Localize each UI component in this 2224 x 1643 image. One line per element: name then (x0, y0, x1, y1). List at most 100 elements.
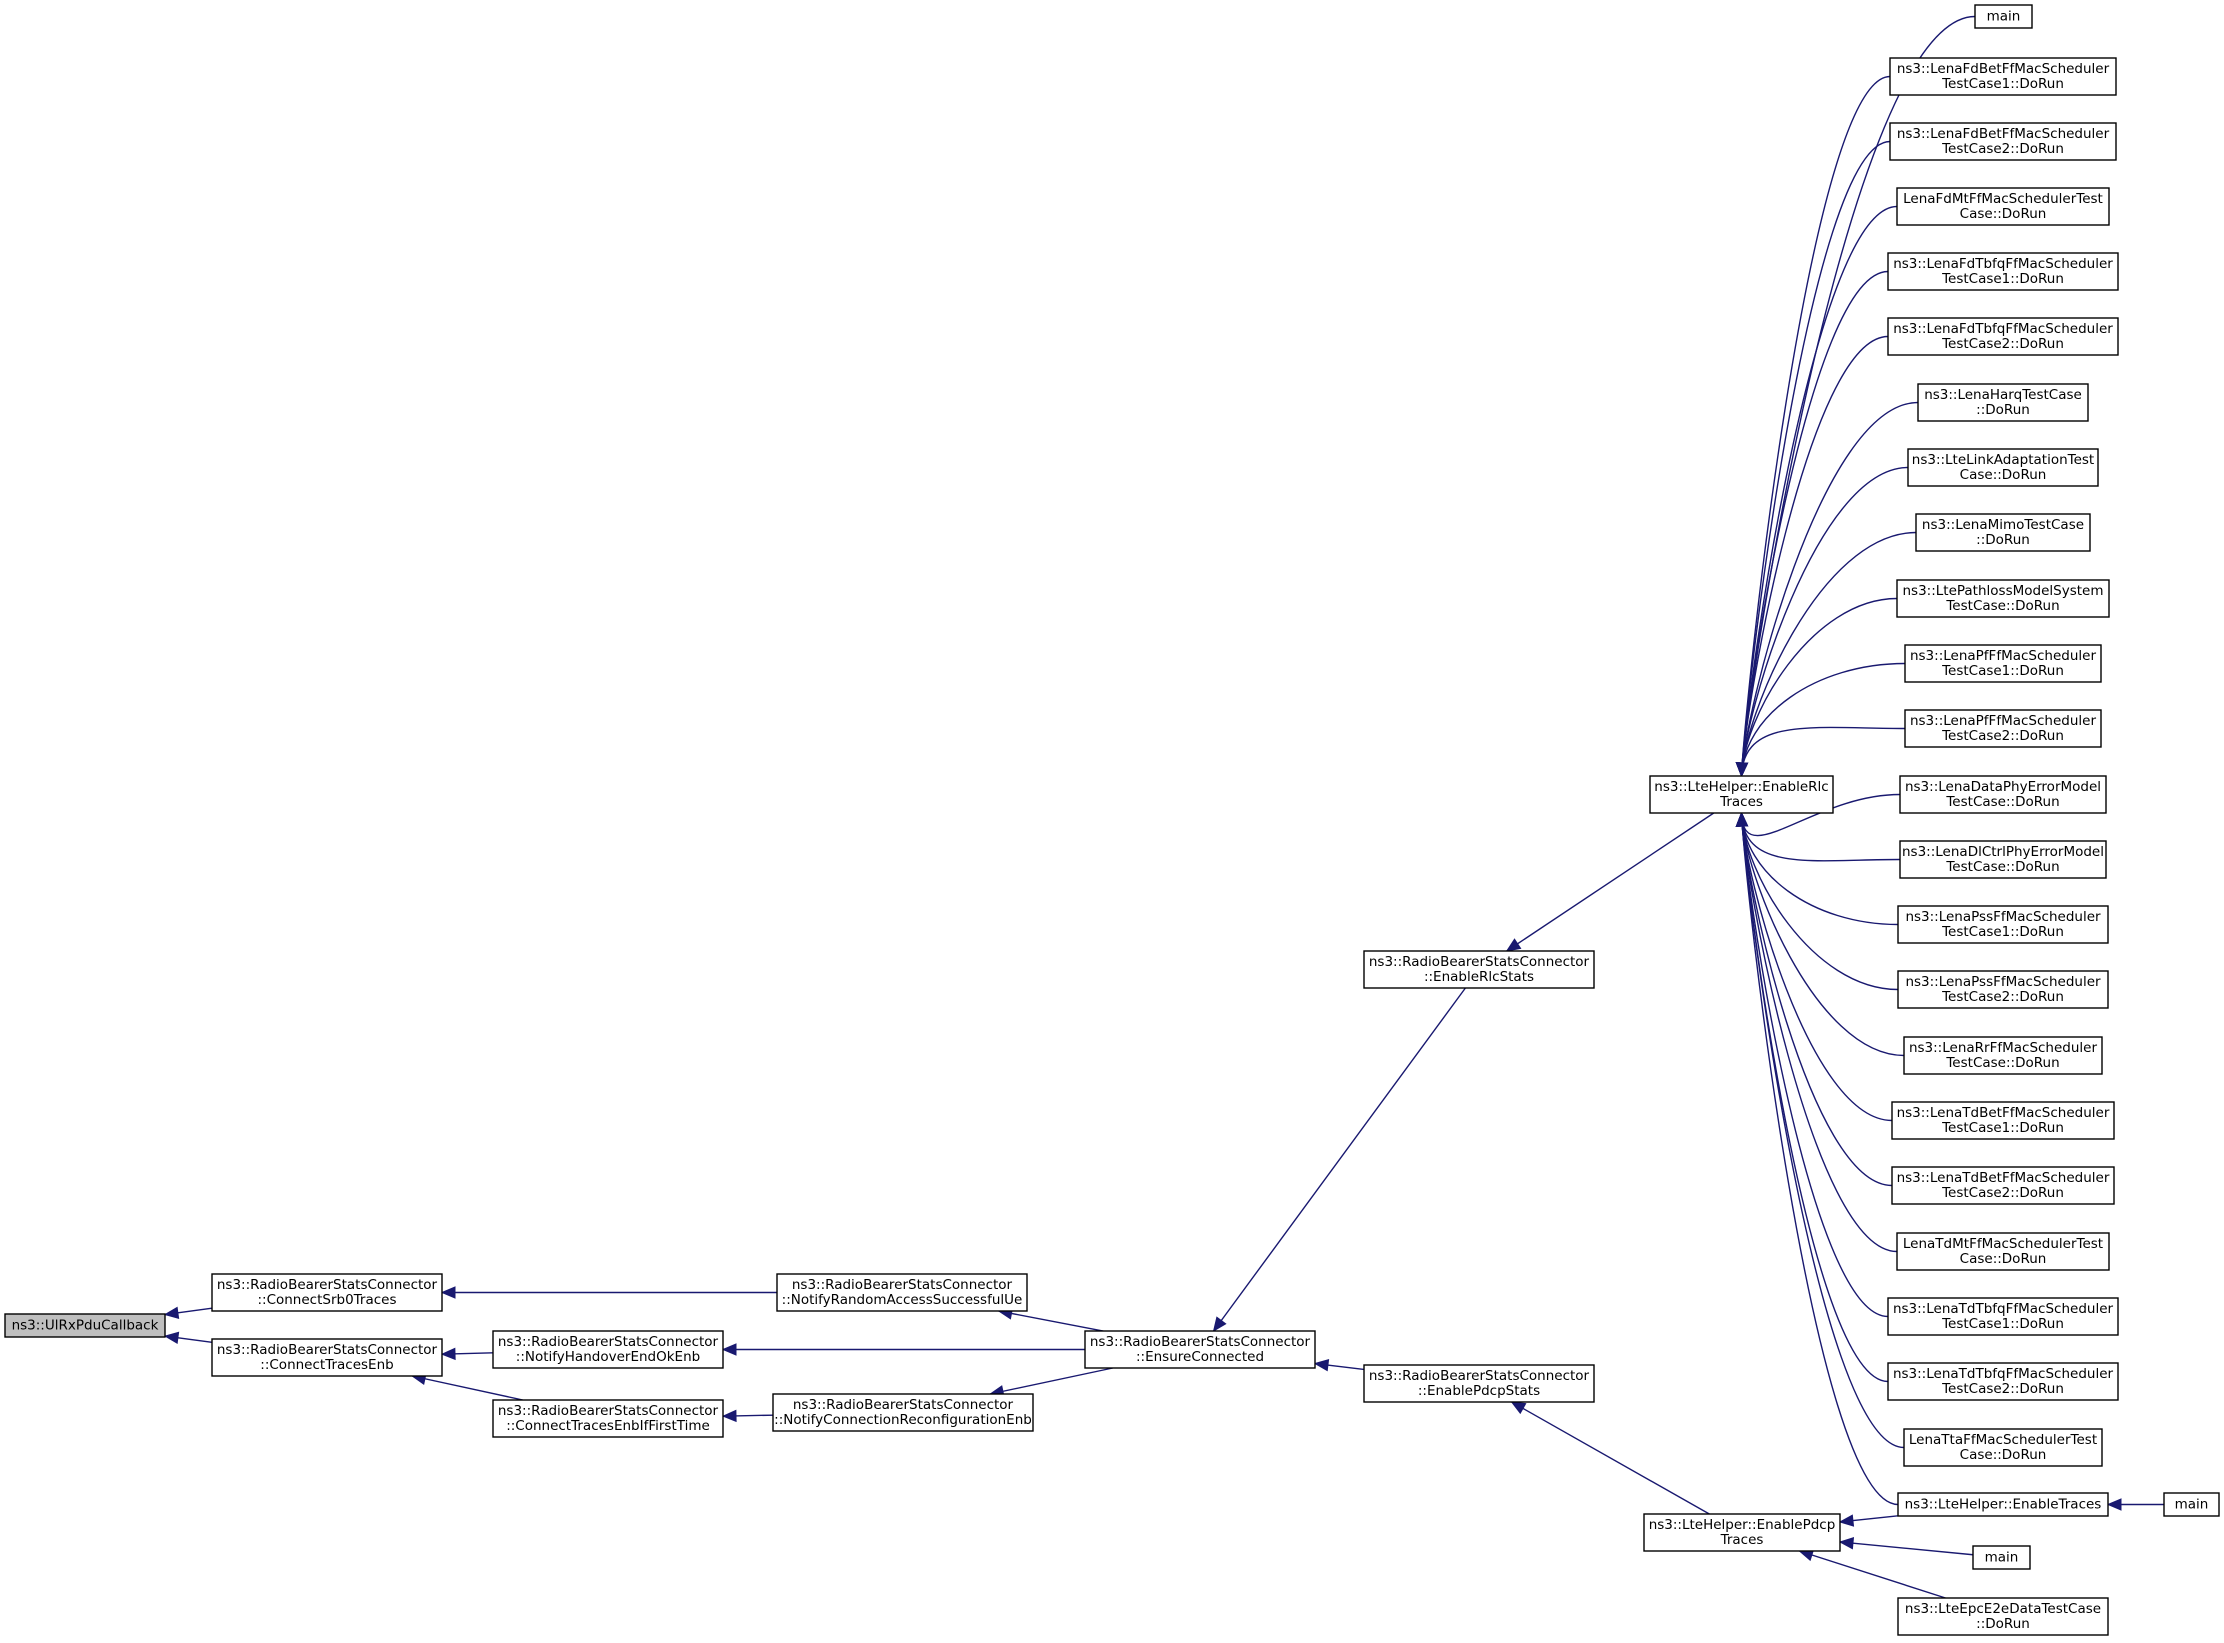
node-box[interactable] (1904, 644, 2102, 683)
graph-node[interactable]: main (1974, 4, 2033, 29)
graph-node[interactable]: ns3::LenaTdTbfqFfMacSchedulerTestCase2::… (1887, 1362, 2119, 1401)
graph-node[interactable]: ns3::RadioBearerStatsConnector::EnableRl… (1363, 950, 1595, 989)
graph-node[interactable]: ns3::LenaTdBetFfMacSchedulerTestCase2::D… (1891, 1166, 2115, 1205)
graph-node[interactable]: ns3::RadioBearerStatsConnector::ConnectT… (492, 1399, 724, 1438)
graph-node[interactable]: ns3::RadioBearerStatsConnector::ConnectS… (211, 1273, 443, 1312)
node-label: ns3::LtePathlossModelSystem (1902, 583, 2103, 599)
call-edge (1740, 812, 1899, 991)
graph-node[interactable]: ns3::LenaDlCtrlPhyErrorModelTestCase::Do… (1899, 840, 2107, 879)
node-box[interactable] (1897, 905, 2109, 944)
node-box[interactable] (1887, 252, 2119, 291)
graph-node[interactable]: ns3::RadioBearerStatsConnector::EnablePd… (1363, 1364, 1595, 1403)
node-box[interactable] (4, 1313, 166, 1338)
edges-layer (163, 15, 2164, 1599)
node-box[interactable] (772, 1393, 1034, 1432)
node-box[interactable] (1904, 709, 2102, 748)
graph-node[interactable]: ns3::RadioBearerStatsConnector::NotifyRa… (776, 1273, 1028, 1312)
node-box[interactable] (211, 1273, 443, 1312)
node-box[interactable] (1891, 1166, 2115, 1205)
node-box[interactable] (1907, 448, 2099, 487)
node-box[interactable] (211, 1338, 443, 1377)
node-label: TestCase1::DoRun (1941, 1120, 2064, 1136)
graph-node[interactable]: ns3::LenaPssFfMacSchedulerTestCase1::DoR… (1897, 905, 2109, 944)
node-box[interactable] (1897, 1597, 2109, 1636)
node-label: ns3::LenaFdBetFfMacScheduler (1897, 126, 2110, 142)
graph-node[interactable]: ns3::LenaFdBetFfMacSchedulerTestCase1::D… (1889, 57, 2117, 96)
node-label: ns3::LenaFdTbfqFfMacScheduler (1893, 321, 2113, 337)
node-box[interactable] (1897, 1492, 2109, 1517)
node-box[interactable] (1084, 1330, 1316, 1369)
node-box[interactable] (1974, 4, 2033, 29)
node-box[interactable] (1972, 1545, 2031, 1570)
node-box[interactable] (1363, 950, 1595, 989)
node-label: ns3::RadioBearerStatsConnector (1369, 1368, 1590, 1384)
graph-node[interactable]: ns3::UlRxPduCallback (4, 1313, 166, 1338)
graph-node[interactable]: ns3::RadioBearerStatsConnector::NotifyHa… (492, 1330, 724, 1369)
node-box[interactable] (1891, 1101, 2115, 1140)
node-label: ::NotifyConnectionReconfigurationEnb (774, 1412, 1032, 1428)
graph-node[interactable]: ns3::RadioBearerStatsConnector::NotifyCo… (772, 1393, 1034, 1432)
node-box[interactable] (1887, 1362, 2119, 1401)
node-box[interactable] (1897, 970, 2109, 1009)
node-box[interactable] (1903, 1428, 2103, 1467)
graph-node[interactable]: main (2163, 1492, 2220, 1517)
graph-node[interactable]: ns3::LenaPssFfMacSchedulerTestCase2::DoR… (1897, 970, 2109, 1009)
node-box[interactable] (1889, 57, 2117, 96)
graph-node[interactable]: ns3::LenaFdTbfqFfMacSchedulerTestCase2::… (1887, 317, 2119, 356)
call-edge (1740, 812, 1901, 862)
node-box[interactable] (1363, 1364, 1595, 1403)
graph-node[interactable]: ns3::LenaTdBetFfMacSchedulerTestCase1::D… (1891, 1101, 2115, 1140)
graph-node[interactable]: ns3::LteHelper::EnableTraces (1897, 1492, 2109, 1517)
node-box[interactable] (1643, 1513, 1841, 1552)
node-box[interactable] (1899, 840, 2107, 879)
graph-node[interactable]: ns3::LenaTdTbfqFfMacSchedulerTestCase1::… (1887, 1297, 2119, 1336)
graph-node[interactable]: ns3::LenaPfFfMacSchedulerTestCase2::DoRu… (1904, 709, 2102, 748)
node-box[interactable] (1915, 513, 2091, 552)
node-box[interactable] (1896, 187, 2110, 226)
node-label: ns3::LenaMimoTestCase (1922, 517, 2084, 533)
node-box[interactable] (1917, 383, 2089, 422)
graph-node[interactable]: ns3::LenaPfFfMacSchedulerTestCase1::DoRu… (1904, 644, 2102, 683)
graph-node[interactable]: main (1972, 1545, 2031, 1570)
edge-arrowhead (1735, 811, 1749, 827)
call-edge (1740, 812, 1899, 926)
graph-node[interactable]: ns3::RadioBearerStatsConnector::ConnectT… (211, 1338, 443, 1377)
node-label: TestCase::DoRun (1945, 859, 2059, 875)
graph-node[interactable]: ns3::LenaHarqTestCase::DoRun (1917, 383, 2089, 422)
node-box[interactable] (776, 1273, 1028, 1312)
node-box[interactable] (1887, 317, 2119, 356)
graph-node[interactable]: ns3::RadioBearerStatsConnector::EnsureCo… (1084, 1330, 1316, 1369)
node-box[interactable] (2163, 1492, 2220, 1517)
call-edge (1740, 726, 1906, 777)
graph-node[interactable]: ns3::LenaMimoTestCase::DoRun (1915, 513, 2091, 552)
node-box[interactable] (1889, 122, 2117, 161)
node-box[interactable] (492, 1399, 724, 1438)
edge-arrowhead (1838, 1514, 1855, 1527)
graph-node[interactable]: ns3::LenaFdBetFfMacSchedulerTestCase2::D… (1889, 122, 2117, 161)
node-box[interactable] (492, 1330, 724, 1369)
node-label: ::DoRun (1976, 402, 2030, 418)
node-box[interactable] (1896, 579, 2110, 618)
node-box[interactable] (1896, 1232, 2110, 1271)
node-label: ns3::LenaTdTbfqFfMacScheduler (1893, 1301, 2114, 1317)
graph-node[interactable]: ns3::LenaDataPhyErrorModelTestCase::DoRu… (1899, 775, 2107, 814)
call-edge (1740, 812, 1889, 1318)
node-label: ns3::LteHelper::EnableTraces (1905, 1497, 2102, 1513)
graph-node[interactable]: ns3::LtePathlossModelSystemTestCase::DoR… (1896, 579, 2110, 618)
graph-node[interactable]: ns3::LenaFdTbfqFfMacSchedulerTestCase1::… (1887, 252, 2119, 291)
node-box[interactable] (1887, 1297, 2119, 1336)
graph-node[interactable]: ns3::LteEpcE2eDataTestCase::DoRun (1897, 1597, 2109, 1636)
node-box[interactable] (1649, 775, 1834, 814)
node-label: TestCase2::DoRun (1941, 141, 2064, 157)
call-edge (1740, 335, 1889, 777)
node-label: LenaTdMtFfMacSchedulerTest (1903, 1236, 2103, 1252)
node-box[interactable] (1899, 775, 2107, 814)
node-box[interactable] (1903, 1036, 2103, 1075)
